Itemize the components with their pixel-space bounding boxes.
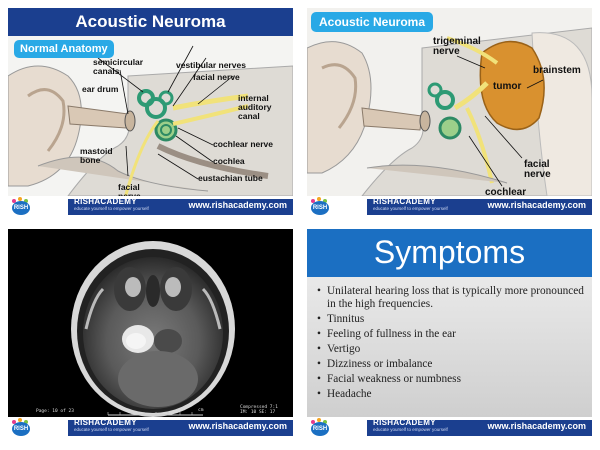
- footer-brand: RISHACADEMY: [74, 197, 137, 206]
- label-cochlear-nerve: cochlear nerve: [213, 139, 274, 149]
- rish-logo: RISH: [309, 418, 335, 438]
- footer-brand: RISHACADEMY: [373, 418, 436, 427]
- label-internal-auditory-canal: internal auditory canal: [238, 93, 272, 121]
- footer-tagline: educate yourself to empower yourself: [74, 206, 149, 211]
- mri-page-indicator: Page: 10 of 23: [36, 409, 74, 414]
- rish-logo: RISH: [10, 418, 36, 438]
- slide-acoustic-neuroma: Acoustic Neuroma trigeminal nerve brains…: [307, 8, 592, 218]
- label-tumor: tumor: [493, 81, 522, 92]
- symptom-item: Tinnitus: [317, 313, 586, 326]
- section-badge: Normal Anatomy: [14, 40, 114, 58]
- footer-url[interactable]: www.rishacademy.com: [188, 200, 287, 210]
- slide-footer: RISH RISHACADEMY educate yourself to emp…: [307, 417, 592, 439]
- rish-logo: RISH: [10, 197, 36, 217]
- rish-logo: RISH: [309, 197, 335, 217]
- label-ear-drum: ear drum: [82, 84, 119, 94]
- slide-footer: RISH RISHACADEMY educate yourself to emp…: [307, 196, 592, 218]
- label-vestibular-nerves: vestibular nerves: [176, 60, 246, 70]
- symptom-item: Feeling of fullness in the ear: [317, 328, 586, 341]
- footer-url[interactable]: www.rishacademy.com: [487, 200, 586, 210]
- label-brainstem: brainstem: [533, 65, 581, 76]
- symptom-item: Facial weakness or numbness: [317, 373, 586, 386]
- symptom-item: Unilateral hearing loss that is typicall…: [317, 285, 586, 311]
- symptom-item: Vertigo: [317, 343, 586, 356]
- footer-brand: RISHACADEMY: [373, 197, 436, 206]
- footer-tagline: educate yourself to empower yourself: [373, 206, 448, 211]
- label-semicircular-canals: semicircular canals: [93, 57, 144, 76]
- mri-brain-scan-image: [8, 229, 293, 417]
- slide-mri-scan: Page: 10 of 23 cm Compressed 7:1 IM: 10 …: [8, 229, 293, 439]
- footer-tagline: educate yourself to empower yourself: [373, 427, 448, 432]
- label-eustachian-tube: eustachian tube: [198, 173, 263, 183]
- slide-title-badge: Acoustic Neuroma: [311, 12, 434, 32]
- footer-tagline: educate yourself to empower yourself: [74, 427, 149, 432]
- label-cochlear: cochlear: [485, 187, 527, 198]
- label-trigeminal-nerve: trigeminal nerve: [433, 36, 481, 57]
- label-mastoid-bone: mastoid bone: [80, 146, 113, 165]
- footer-url[interactable]: www.rishacademy.com: [188, 421, 287, 431]
- footer-brand: RISHACADEMY: [74, 418, 137, 427]
- label-facial-nerve: facial nerve: [524, 159, 551, 180]
- slide-symptoms: Symptoms Unilateral hearing loss that is…: [307, 229, 592, 439]
- tumor-anatomy-illustration: [307, 8, 592, 196]
- symptom-item: Headache: [317, 388, 586, 401]
- label-facial-nerve: facial nerve: [193, 72, 240, 82]
- slide-footer: RISH RISHACADEMY educate yourself to emp…: [8, 417, 293, 439]
- slide-footer: RISH RISHACADEMY educate yourself to emp…: [8, 196, 293, 218]
- symptoms-list: Unilateral hearing loss that is typicall…: [307, 277, 592, 401]
- label-cochlea: cochlea: [213, 156, 245, 166]
- symptoms-list-panel: Unilateral hearing loss that is typicall…: [307, 277, 592, 417]
- footer-url[interactable]: www.rishacademy.com: [487, 421, 586, 431]
- slide-title: Acoustic Neuroma: [8, 8, 293, 36]
- slide-normal-anatomy: Acoustic Neuroma Normal Anatomy semic: [8, 8, 293, 218]
- mri-compression-info: Compressed 7:1 IM: 10 SE: 17: [240, 405, 278, 415]
- mri-scale-unit: cm: [198, 408, 204, 413]
- symptom-item: Dizziness or imbalance: [317, 358, 586, 371]
- ear-anatomy-illustration: [8, 36, 293, 196]
- slide-title: Symptoms: [307, 229, 592, 277]
